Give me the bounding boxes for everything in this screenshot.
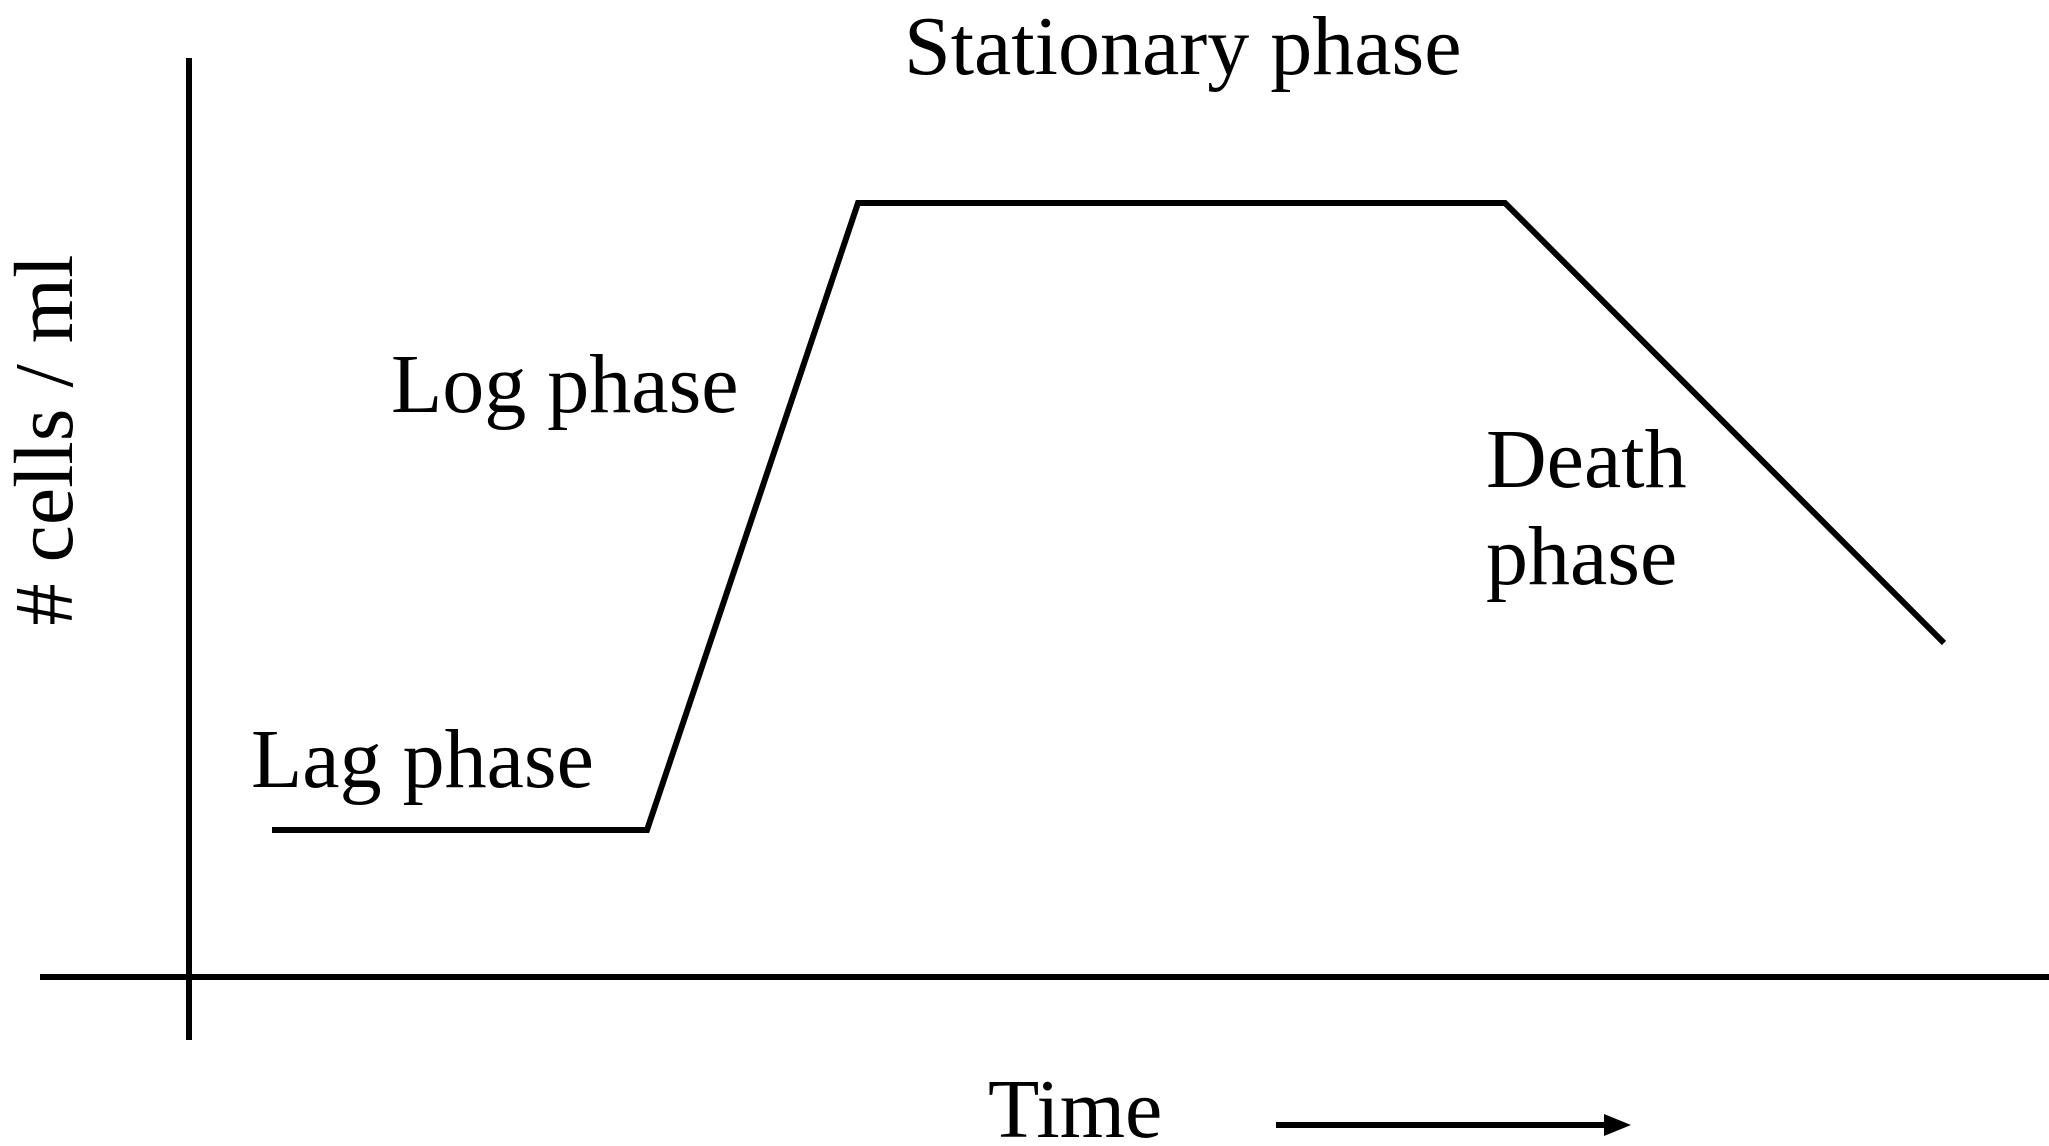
- y-axis-label: # cells / ml: [0, 255, 91, 626]
- stationary-phase-label: Stationary phase: [904, 0, 1462, 93]
- death-phase-label-line2: phase: [1486, 510, 1677, 603]
- death-phase-label-line1: Death: [1486, 413, 1687, 506]
- time-arrow-head-icon: [1604, 1114, 1631, 1136]
- x-axis-label: Time: [988, 1063, 1162, 1146]
- lag-phase-label: Lag phase: [251, 713, 594, 806]
- log-phase-label: Log phase: [391, 338, 739, 431]
- growth-curve: [272, 200, 1947, 833]
